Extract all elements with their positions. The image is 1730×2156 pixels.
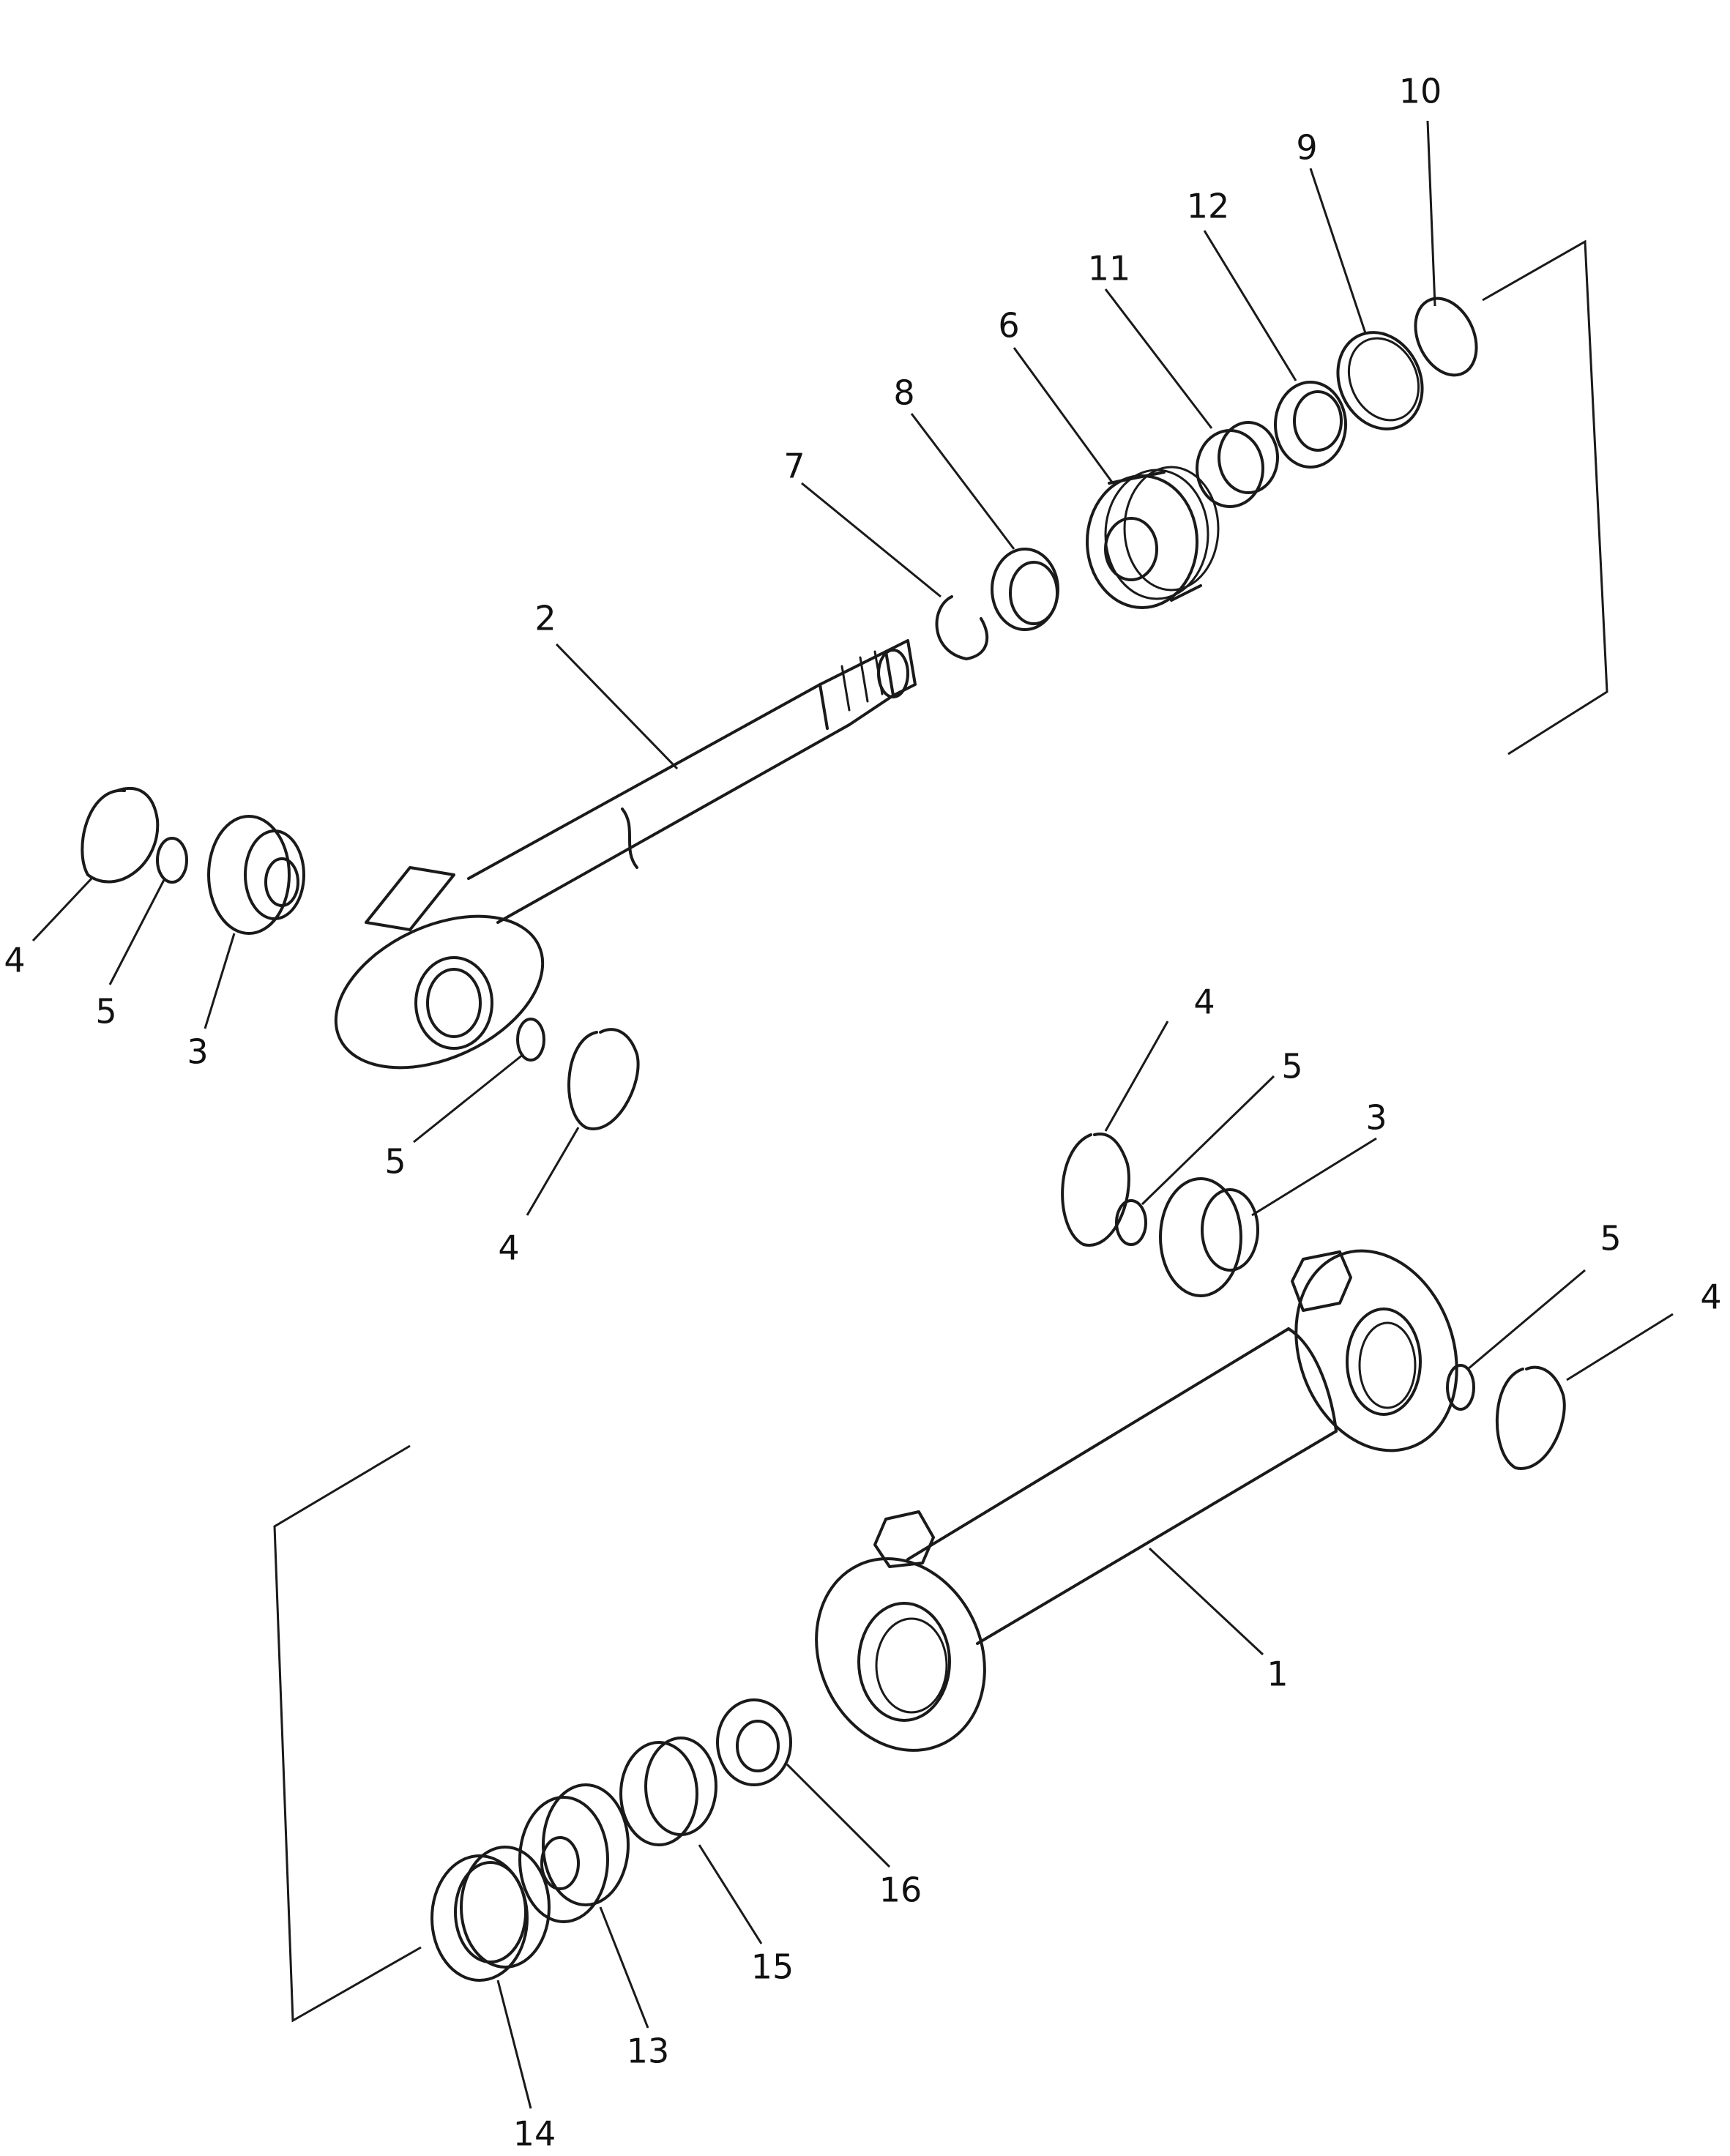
callout-8: 8 bbox=[893, 373, 914, 413]
callout-10: 10 bbox=[1399, 72, 1442, 111]
part-14-wear-ring bbox=[430, 1846, 551, 1982]
part-6-rod-head bbox=[1086, 466, 1220, 609]
part-8-bearing bbox=[991, 548, 1059, 631]
rod-eye bbox=[334, 866, 545, 1070]
callout-4-rod-left: 4 bbox=[4, 941, 25, 980]
rod-head-group-bracket bbox=[1482, 239, 1608, 756]
piston-group-bracket bbox=[273, 1444, 422, 2023]
part-7-snap-ring bbox=[935, 595, 989, 660]
part-13-piston bbox=[518, 1783, 630, 1923]
cylinder-side-fittings bbox=[1061, 1133, 1566, 1470]
callout-12: 12 bbox=[1187, 187, 1230, 226]
part-11-bushing bbox=[1196, 421, 1279, 508]
callout-6: 6 bbox=[998, 306, 1019, 346]
callout-4-rod-right: 4 bbox=[498, 1228, 519, 1268]
part-16-nut bbox=[716, 1698, 792, 1786]
callout-16: 16 bbox=[879, 1870, 922, 1910]
callout-4-cyl-right: 4 bbox=[1700, 1277, 1721, 1317]
callout-3-cyl-left: 3 bbox=[1365, 1098, 1387, 1138]
callout-5-rod-right: 5 bbox=[384, 1142, 406, 1182]
callout-7: 7 bbox=[783, 447, 805, 486]
leader-lines bbox=[31, 120, 1674, 2109]
callout-1: 1 bbox=[1267, 1655, 1288, 1694]
part-15-ring bbox=[619, 1737, 717, 1846]
piston-rod bbox=[467, 639, 917, 924]
part-10-wiper-ring bbox=[1414, 296, 1478, 377]
rod-side-right-fittings bbox=[516, 1018, 640, 1130]
part-12-seal bbox=[1274, 381, 1347, 469]
callout-14: 14 bbox=[513, 2114, 556, 2154]
rod-side-left-fittings bbox=[81, 786, 305, 935]
cylinder-tube bbox=[815, 1327, 1338, 1752]
callout-5-rod-left: 5 bbox=[95, 992, 116, 1032]
callout-3-rod-left: 3 bbox=[187, 1032, 208, 1072]
callout-5-cyl-right: 5 bbox=[1600, 1219, 1621, 1258]
part-9-ring bbox=[1336, 331, 1424, 430]
callout-11: 11 bbox=[1088, 249, 1131, 288]
callout-15: 15 bbox=[751, 1947, 794, 1987]
callout-13: 13 bbox=[627, 2032, 670, 2071]
callout-5-cyl-left: 5 bbox=[1281, 1047, 1302, 1086]
callout-4-cyl-left: 4 bbox=[1193, 982, 1215, 1022]
cylinder-bottom-eye bbox=[1287, 1249, 1458, 1452]
callout-9: 9 bbox=[1296, 128, 1317, 168]
callout-2: 2 bbox=[534, 599, 556, 638]
